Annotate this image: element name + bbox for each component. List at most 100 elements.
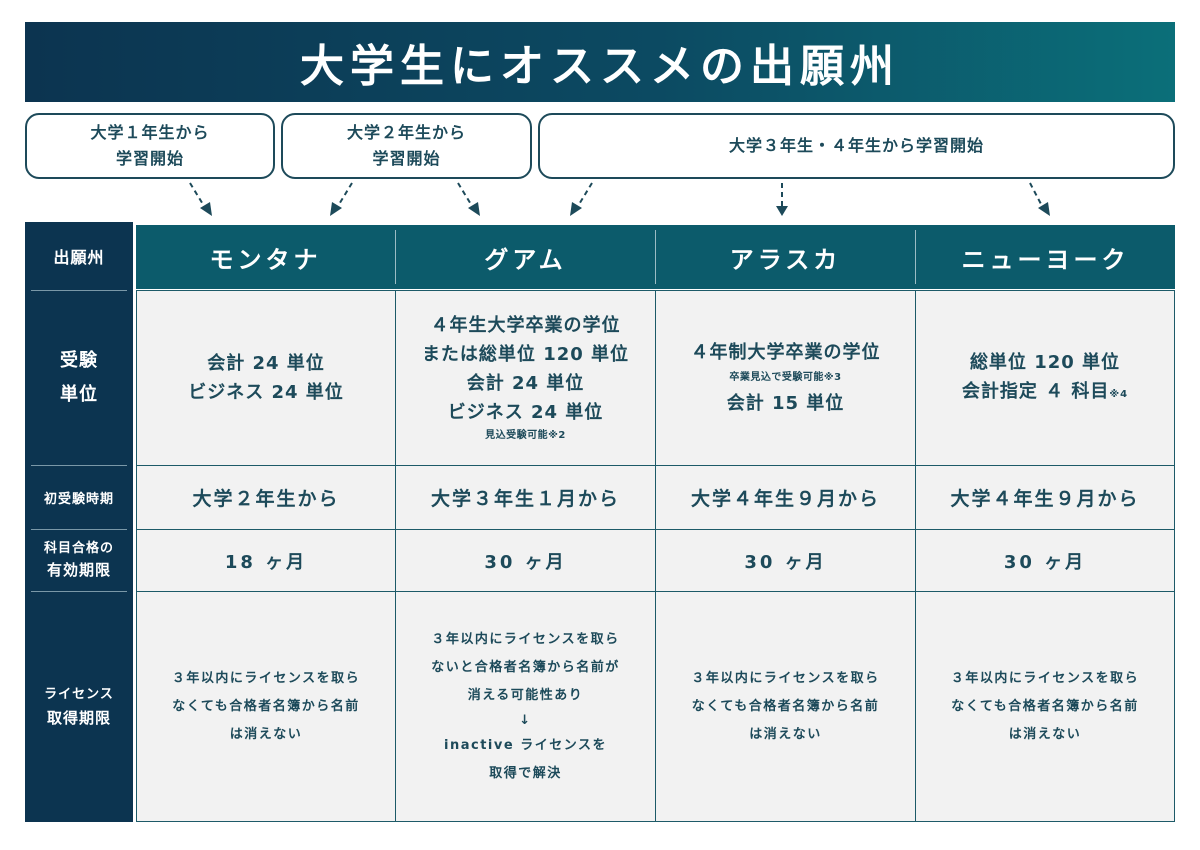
row-header-divider [31,591,127,592]
row-header-divider [31,529,127,530]
state-header-montana: モンタナ [209,245,322,274]
row-header-first-exam-label: 初受験時期 [43,491,114,507]
first-exam-cell-alaska: 大学４年生９月から [655,465,916,530]
license-guam-after-line1: inactive ライセンスを [444,737,607,753]
state-header-divider [915,230,916,284]
validity-newyork: 30 ヶ月 [1003,551,1087,573]
license-newyork-line1: ３年以内にライセンスを取ら [950,670,1140,686]
license-montana-line2: なくても合格者名簿から名前 [172,698,360,714]
arrow-line-2 [337,182,353,207]
units-cell-montana: 会計 24 単位 ビジネス 24 単位 [136,290,396,466]
arrow-line-1 [189,182,205,207]
arrow-head-2 [330,202,342,216]
license-alaska-line3: は消えない [749,726,822,742]
units-guam-note: 見込受験可能※2 [485,430,566,441]
units-newyork-line2-wrap: 会計指定 ４ 科目※4 [962,377,1128,409]
row-header-units-line2: 単位 [60,383,98,405]
start-label-year3-4-line1: 大学３年生・４年生から学習開始 [728,136,984,155]
license-cell-montana: ３年以内にライセンスを取ら なくても合格者名簿から名前 は消えない [136,591,396,822]
units-alaska-line2: 会計 15 単位 [726,393,845,414]
start-label-year2: 大学２年生から 学習開始 [281,113,532,179]
license-guam-line2: ないと合格者名簿から名前が [431,659,620,675]
units-newyork-line1: 総単位 120 単位 [969,351,1121,373]
license-montana-line1: ３年以内にライセンスを取ら [171,670,361,686]
units-guam-line2: または総単位 120 単位 [421,344,630,365]
units-cell-guam: ４年生大学卒業の学位 または総単位 120 単位 会計 24 単位 ビジネス 2… [395,290,656,466]
validity-cell-guam: 30 ヶ月 [395,529,656,592]
first-exam-cell-newyork: 大学４年生９月から [915,465,1175,530]
row-header-license: ライセンス 取得期限 [25,591,133,822]
page-title: 大学生にオススメの出願州 [300,41,900,92]
arrow-line-6 [1029,182,1043,207]
row-header-validity: 科目合格の 有効期限 [25,529,133,591]
row-header-license-line1: ライセンス [44,686,114,702]
first-exam-newyork: 大学４年生９月から [950,488,1140,510]
units-guam-line3: 会計 24 単位 [466,373,585,394]
state-header-newyork: ニューヨーク [961,245,1130,274]
row-header-validity-line2: 有効期限 [46,561,111,579]
units-cell-alaska: ４年制大学卒業の学位 卒業見込で受験可能※3 会計 15 単位 [655,290,916,466]
title-banner: 大学生にオススメの出願州 [25,22,1175,102]
license-guam-after-line2: 取得で解決 [489,765,562,781]
units-guam-line4: ビジネス 24 単位 [447,402,604,423]
row-header-first-exam: 初受験時期 [25,465,133,529]
units-guam-line1: ４年生大学卒業の学位 [430,315,621,336]
row-header-license-line2: 取得期限 [46,708,111,727]
state-header-divider [655,230,656,284]
arrow-head-6 [1038,202,1050,216]
license-cell-guam: ３年以内にライセンスを取ら ないと合格者名簿から名前が 消える可能性あり ↓ i… [395,591,656,822]
first-exam-montana: 大学２年生から [192,488,340,510]
arrow-line-4 [577,182,593,207]
state-header-guam: グアム [484,245,567,274]
row-header-divider [31,290,127,291]
validity-guam: 30 ヶ月 [484,551,567,573]
units-montana-line1: 会計 24 単位 [207,353,325,374]
units-newyork-note: ※4 [1109,388,1129,400]
comparison-table: 出願州 受験 単位 初受験時期 科目合格の 有効期限 ライセンス 取得期限 モン… [25,222,1175,822]
pointer-arrows [189,182,1050,216]
row-header-divider [31,465,127,466]
first-exam-cell-montana: 大学２年生から [136,465,396,530]
start-label-year2-line2: 学習開始 [372,149,441,168]
first-exam-alaska: 大学４年生９月から [690,488,880,510]
license-guam-line1: ３年以内にライセンスを取ら [431,631,620,647]
start-label-year1-line2: 学習開始 [115,149,184,168]
units-alaska-line1: ４年制大学卒業の学位 [690,342,881,363]
units-montana-line2: ビジネス 24 単位 [188,382,344,403]
row-header-state-label: 出願州 [53,248,105,267]
units-alaska-note: 卒業見込で受験可能※3 [729,372,842,383]
down-arrow-icon: ↓ [519,712,532,728]
state-header-alaska: アラスカ [729,245,842,274]
row-header-column: 出願州 受験 単位 初受験時期 科目合格の 有効期限 ライセンス 取得期限 [25,222,133,822]
arrow-head-3 [468,202,480,216]
license-cell-alaska: ３年以内にライセンスを取ら なくても合格者名簿から名前 は消えない [655,591,916,822]
row-header-units: 受験 単位 [25,290,133,465]
arrow-head-5 [776,206,788,216]
start-label-year3-4: 大学３年生・４年生から学習開始 [538,113,1175,179]
license-newyork-line3: は消えない [1008,726,1082,742]
validity-cell-newyork: 30 ヶ月 [915,529,1175,592]
arrow-line-3 [457,182,473,207]
row-header-validity-line1: 科目合格の [43,541,114,556]
validity-cell-alaska: 30 ヶ月 [655,529,916,592]
row-header-state: 出願州 [25,222,133,290]
validity-cell-montana: 18 ヶ月 [136,529,396,592]
arrow-head-1 [200,202,212,216]
start-label-year1: 大学１年生から 学習開始 [25,113,275,179]
first-exam-guam: 大学３年生１月から [430,488,620,510]
validity-alaska: 30 ヶ月 [744,551,827,573]
first-exam-cell-guam: 大学３年生１月から [395,465,656,530]
license-cell-newyork: ３年以内にライセンスを取ら なくても合格者名簿から名前 は消えない [915,591,1175,822]
validity-montana: 18 ヶ月 [224,551,308,573]
start-label-year2-line1: 大学２年生から [346,123,466,142]
license-guam-line3: 消える可能性あり [467,687,584,703]
start-label-year1-line1: 大学１年生から [90,123,210,142]
license-alaska-line2: なくても合格者名簿から名前 [691,698,880,714]
row-header-units-line1: 受験 [60,349,98,371]
license-alaska-line1: ３年以内にライセンスを取ら [691,670,880,686]
license-montana-line3: は消えない [229,726,303,742]
state-header-divider [395,230,396,284]
units-cell-newyork: 総単位 120 単位 会計指定 ４ 科目※4 [915,290,1175,466]
units-newyork-line2: 会計指定 ４ 科目 [961,380,1110,402]
arrow-head-4 [570,202,582,216]
